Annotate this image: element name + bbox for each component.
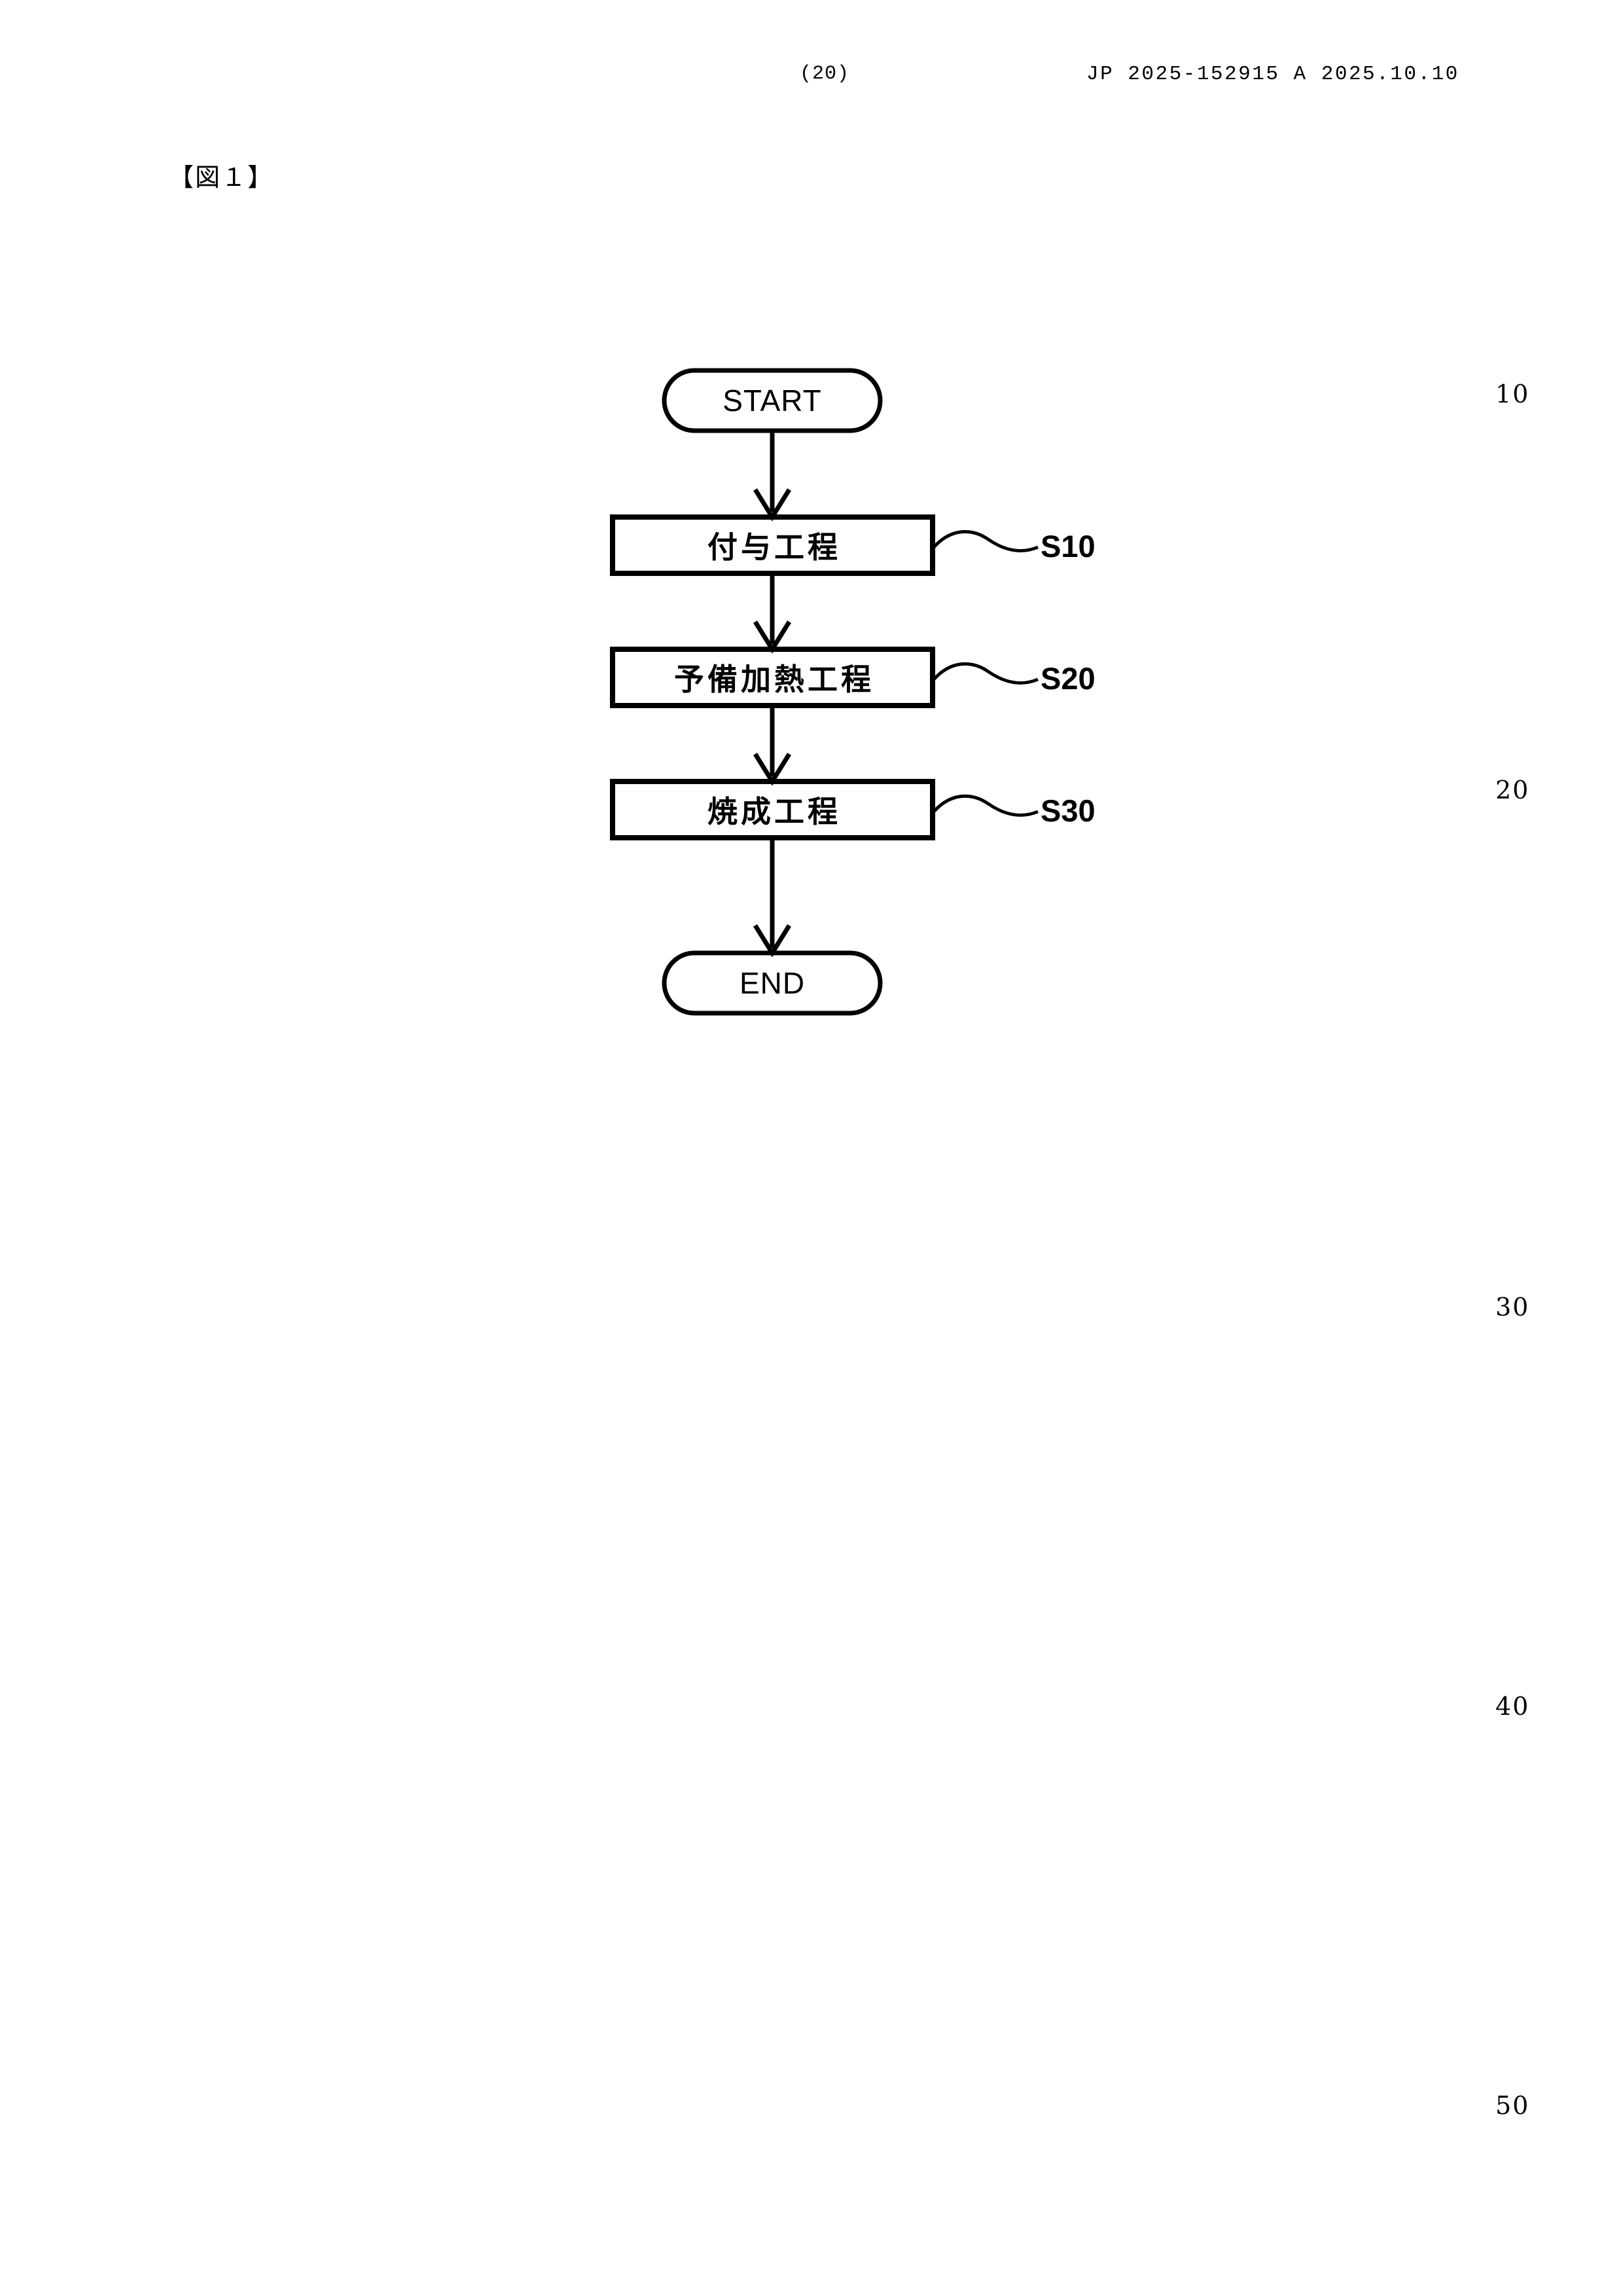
margin-line-number: 50 (1495, 2091, 1530, 2120)
flow-node-s20-shape (610, 647, 935, 708)
figure-label: 【図１】 (169, 163, 274, 192)
flow-node-start-shape (662, 368, 883, 433)
flow-arrow-s20-to-s30-head (753, 753, 791, 786)
flow-node-end-label: END (739, 966, 806, 1000)
flow-node-s30-label: 焼成工程 (707, 794, 841, 829)
margin-line-number: 30 (1495, 1293, 1530, 1321)
flow-step-ref-s30: S30 (1041, 793, 1096, 828)
flow-step-ref-s10: S10 (1041, 529, 1096, 564)
flow-leader-s10 (933, 529, 1039, 552)
flow-node-start-label: START (722, 384, 822, 418)
flow-leader-s20 (933, 662, 1039, 685)
flow-step-ref-s20: S20 (1041, 661, 1096, 696)
flow-arrow-start-to-s10-head (753, 488, 791, 522)
margin-line-number: 40 (1495, 1692, 1530, 1721)
flow-node-s20-label: 予備加熱工程 (674, 662, 874, 697)
margin-line-number: 10 (1495, 380, 1530, 408)
publication-reference: JP 2025-152915 A 2025.10.10 (1086, 63, 1459, 86)
flow-node-s10-shape (610, 514, 935, 576)
flow-node-end-shape (662, 950, 883, 1016)
page-number: (20) (799, 63, 849, 85)
flow-node-s10-label: 付与工程 (707, 529, 841, 565)
flow-arrow-s30-to-end-head (753, 924, 791, 958)
flow-leader-s30 (933, 794, 1039, 817)
flow-arrow-s10-to-s20-head (753, 620, 791, 654)
flow-node-s30-shape (610, 779, 935, 840)
margin-line-number: 20 (1495, 776, 1530, 804)
